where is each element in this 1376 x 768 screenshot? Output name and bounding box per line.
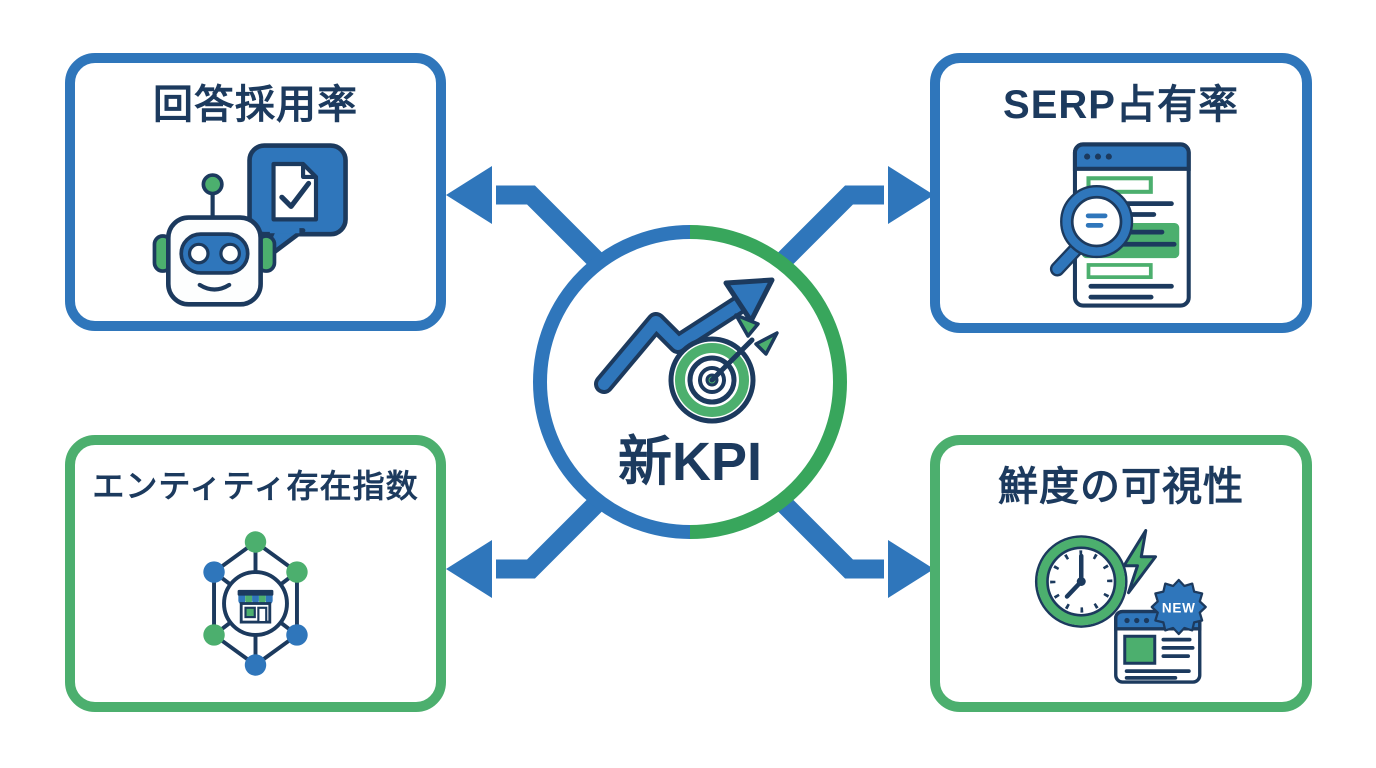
node-bottom — [244, 653, 267, 676]
kpi-title-entity-presence-index: エンティティ存在指数 — [92, 468, 419, 504]
icon-wrap — [75, 504, 436, 702]
growth-arrow-target-icon — [594, 277, 779, 424]
node-top-left — [203, 560, 225, 583]
kpi-box-answer-adoption-rate: 回答採用率 — [65, 53, 446, 331]
center-kpi-circle: 新KPI — [533, 225, 847, 539]
kpi-box-serp-share: SERP占有率 — [930, 53, 1312, 333]
store-icon — [237, 589, 274, 624]
arrow-to-top-left — [446, 166, 625, 289]
node-top-right — [286, 560, 308, 583]
entity-network-store-icon — [203, 530, 308, 676]
center-kpi-label: 新KPI — [618, 432, 762, 492]
clock-icon — [1034, 535, 1128, 628]
kpi-title-serp-share: SERP占有率 — [1003, 83, 1239, 127]
magnifier-icon — [1049, 185, 1134, 277]
lightning-icon — [1122, 529, 1157, 595]
serp-magnifier-icon — [1049, 142, 1191, 308]
circle-half-blue — [533, 225, 691, 539]
kpi-box-entity-presence-index: エンティティ存在指数 — [65, 435, 446, 712]
kpi-title-answer-adoption-rate: 回答採用率 — [153, 83, 358, 127]
robot-icon — [152, 173, 276, 307]
new-badge-icon: NEW — [1150, 578, 1207, 636]
kpi-box-freshness-visibility: 鮮度の可視性 — [930, 435, 1312, 712]
arrow-to-top-right — [755, 166, 934, 289]
node-bottom-left — [203, 623, 225, 646]
node-top — [244, 530, 267, 553]
freshness-clock-new-icon: NEW — [1034, 529, 1207, 684]
kpi-title-freshness-visibility: 鮮度の可視性 — [998, 465, 1244, 509]
circle-half-green — [689, 225, 847, 539]
icon-wrap: NEW — [940, 509, 1302, 702]
document-check-icon — [270, 161, 318, 222]
icon-wrap — [75, 127, 436, 321]
icon-wrap — [940, 127, 1302, 323]
arrow-to-bottom-right — [755, 475, 934, 598]
arrow-to-bottom-left — [446, 475, 625, 598]
node-bottom-right — [286, 623, 308, 646]
robot-answer-check-icon — [152, 143, 348, 307]
new-badge-label: NEW — [1162, 600, 1196, 615]
